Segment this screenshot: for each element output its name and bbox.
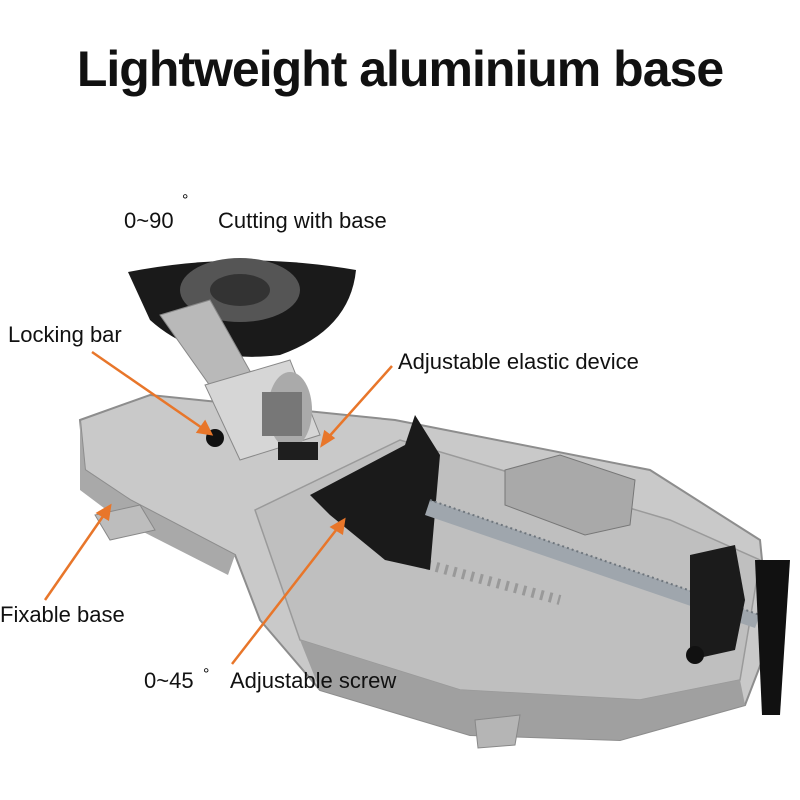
cut-range-degree: °: [182, 192, 189, 209]
cut-range-label: 0~90: [124, 208, 174, 233]
locking-bar-label: Locking bar: [8, 322, 122, 347]
adjustable-screw-label: Adjustable screw: [230, 668, 397, 693]
blade-wheel: [128, 258, 356, 357]
hinge-block: [204, 359, 321, 461]
elastic-device-label: Adjustable elastic device: [398, 349, 639, 374]
callout-arrows: [43, 350, 393, 665]
fixable-base-label: Fixable base: [0, 602, 125, 627]
angle-range-degree: °: [203, 666, 210, 683]
page-title: Lightweight aluminium base: [76, 41, 724, 97]
vise-jaw: [310, 415, 440, 570]
cutting-with-base-label: Cutting with base: [218, 208, 387, 233]
angle-range-label: 0~45: [144, 668, 194, 693]
vise-handle: [686, 545, 790, 715]
